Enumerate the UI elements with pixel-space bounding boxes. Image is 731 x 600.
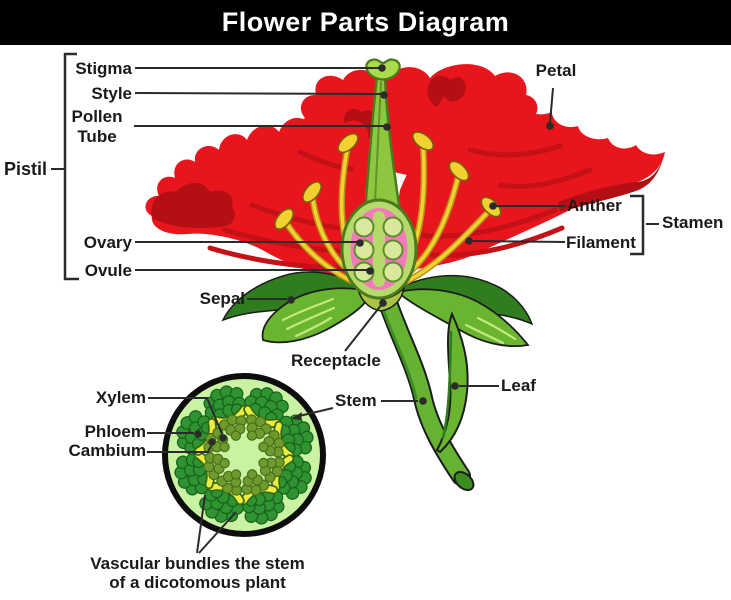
label-xylem: Xylem <box>95 388 146 407</box>
connector-lines <box>51 52 659 554</box>
leaf <box>435 311 469 454</box>
label-anther: Anther <box>567 196 622 215</box>
label-receptacle: Receptacle <box>291 351 381 370</box>
caption-vascular-bundles: Vascular bundles the stem of a dicotomou… <box>90 554 305 592</box>
label-stigma: Stigma <box>75 59 132 78</box>
pistil <box>340 58 418 312</box>
right-petal <box>392 92 665 272</box>
label-stem: Stem <box>335 391 377 410</box>
page-title: Flower Parts Diagram <box>221 7 510 37</box>
label-phloem: Phloem <box>84 422 146 441</box>
label-pistil: Pistil <box>4 159 48 179</box>
stem-cross-section <box>162 373 326 537</box>
label-stamen: Stamen <box>662 213 724 232</box>
label-ovary: Ovary <box>83 233 132 252</box>
label-pollen-tube: Pollen Tube <box>71 107 123 146</box>
stamen-bracket <box>630 194 645 256</box>
label-sepal: Sepal <box>199 289 245 308</box>
label-filament: Filament <box>566 233 636 252</box>
title-bar: Flower Parts Diagram <box>0 0 731 45</box>
pistil-bracket <box>63 52 79 281</box>
label-style: Style <box>91 84 132 103</box>
label-leaf: Leaf <box>501 376 536 395</box>
label-cambium: Cambium <box>68 441 146 460</box>
label-petal: Petal <box>535 61 577 80</box>
sepals <box>221 271 534 348</box>
label-ovule: Ovule <box>84 261 132 280</box>
